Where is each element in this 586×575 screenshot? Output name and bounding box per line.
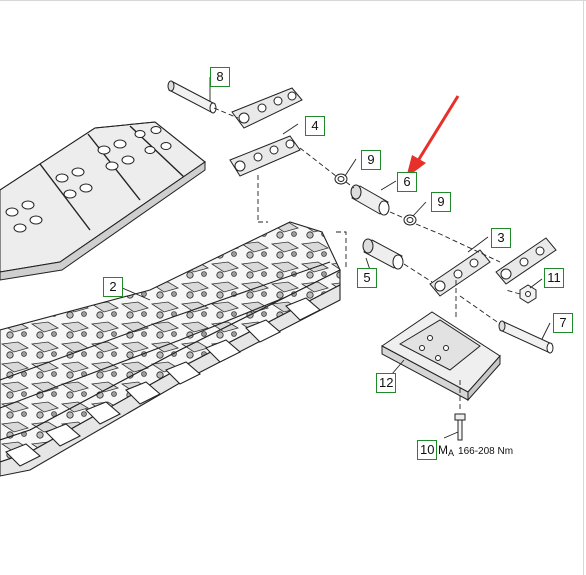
callout-leader-lines	[119, 77, 551, 439]
callout-part-9-lower: 9	[431, 192, 451, 212]
assembly-guide-lines	[213, 107, 521, 412]
callout-part-12: 12	[376, 373, 397, 393]
callout-part-3: 3	[491, 228, 511, 248]
callout-part-5: 5	[357, 268, 377, 288]
frame-right-edge	[583, 0, 584, 575]
callout-part-6: 6	[397, 172, 417, 192]
seal-ring-part-9-lower	[403, 214, 417, 226]
callout-part-11: 11	[544, 268, 564, 288]
torque-value: 166-208 Nm	[458, 446, 514, 457]
callout-part-2: 2	[103, 277, 123, 297]
nut-part-11	[519, 284, 537, 304]
callout-part-9-upper: 9	[361, 150, 381, 170]
track-link-part-4	[229, 87, 303, 177]
track-shoe-part-12	[381, 311, 501, 402]
torque-symbol: M	[438, 443, 448, 457]
track-shoe-plates	[0, 121, 206, 281]
callout-part-4: 4	[305, 116, 325, 136]
bushing-part-6	[350, 184, 390, 216]
bolt-part-10	[454, 413, 466, 441]
track-link-part-3	[429, 237, 557, 297]
callout-part-10: 10	[417, 440, 438, 460]
callout-part-8: 8	[210, 67, 230, 87]
seal-ring-part-9-upper	[334, 173, 348, 185]
callout-part-7: 7	[553, 313, 573, 333]
track-pin-part-8	[167, 80, 217, 114]
bushing-part-5	[362, 238, 404, 270]
torque-subscript: A	[448, 448, 455, 458]
frame-top-edge	[0, 0, 586, 1]
red-indicator-arrow	[406, 95, 460, 178]
assembled-track-chain	[0, 221, 341, 477]
track-pin-part-7	[498, 320, 554, 354]
